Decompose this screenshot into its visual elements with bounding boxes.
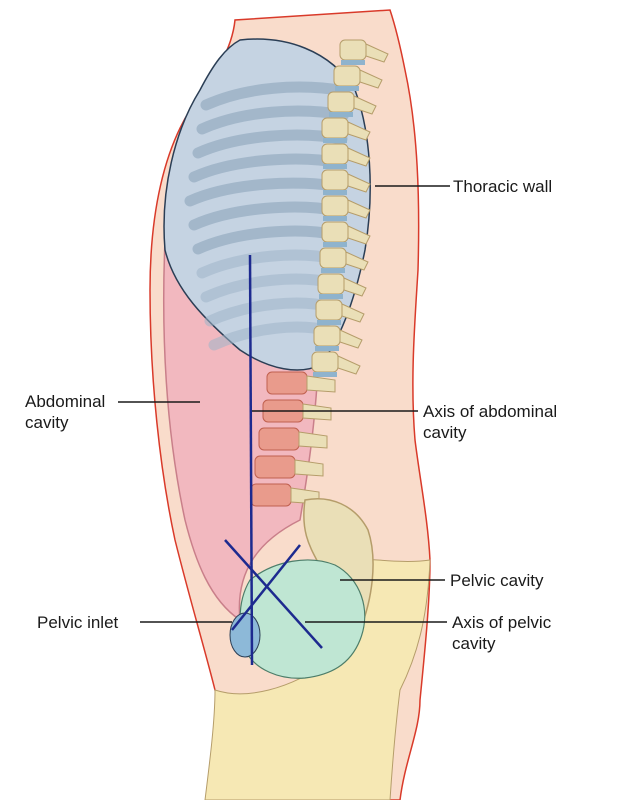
intervertebral-disc [319, 294, 343, 299]
thoracic-vertebra [321, 117, 349, 139]
spinous-process [337, 355, 361, 375]
lumbar-vertebra [258, 427, 300, 451]
lumbar-vertebra [254, 455, 296, 479]
thoracic-vertebra [319, 247, 347, 269]
rib [200, 81, 351, 111]
label-pelvic-cavity: Pelvic cavity [450, 571, 544, 590]
intervertebral-disc [323, 138, 347, 143]
rib [196, 105, 349, 135]
thoracic-vertebra [321, 195, 349, 217]
pubic-symphysis [229, 612, 261, 658]
intervertebral-disc [329, 112, 353, 117]
intervertebral-disc [323, 164, 347, 169]
thoracic-vertebra [321, 143, 349, 165]
label-axis-of-pelvic-cavity: Axis of pelvic cavity [452, 613, 552, 653]
intervertebral-disc [323, 216, 347, 221]
intervertebral-disc [315, 346, 339, 351]
intervertebral-disc [321, 268, 345, 273]
intervertebral-disc [317, 320, 341, 325]
lumbar-process [306, 375, 336, 393]
spinous-process [347, 121, 371, 141]
pelvic-inlet-line [231, 544, 301, 631]
leader-lines [118, 185, 450, 623]
lumbar-process [298, 431, 328, 449]
label-abdominal-cavity: Abdominal cavity [25, 392, 106, 432]
spinous-process [347, 173, 371, 193]
thoracic-vertebra [321, 221, 349, 243]
thoracic-vertebra [321, 169, 349, 191]
spinous-process [347, 147, 371, 167]
spinous-process [339, 329, 363, 349]
lumbar-vertebra [250, 483, 292, 507]
thoracic-vertebra [327, 91, 355, 113]
spinous-process [343, 277, 367, 297]
intervertebral-disc [341, 60, 365, 65]
intervertebral-disc [335, 86, 359, 91]
thigh [204, 558, 431, 801]
thoracic-vertebra [317, 273, 345, 295]
intervertebral-disc [323, 190, 347, 195]
spinous-process [353, 95, 377, 115]
spinous-process [341, 303, 365, 323]
lumbar-vertebra [266, 371, 308, 395]
thoracic-vertebra [311, 351, 339, 373]
spinous-process [365, 43, 389, 63]
label-axis-of-abdominal-cavity: Axis of abdominal cavity [423, 402, 558, 442]
spinous-process [345, 251, 369, 271]
thoracic-vertebra [333, 65, 361, 87]
thoracic-vertebra [339, 39, 367, 61]
spinous-process [347, 225, 371, 245]
vertebral-column [311, 39, 389, 377]
thoracic-vertebra [315, 299, 343, 321]
label-thoracic-wall: Thoracic wall [453, 177, 553, 196]
spinous-process [347, 199, 371, 219]
lumbar-process [294, 459, 324, 477]
axis-of-abdominal-cavity-line [248, 254, 254, 666]
label-pelvic-inlet: Pelvic inlet [37, 613, 119, 632]
axis-of-pelvic-cavity-line [224, 539, 323, 649]
intervertebral-disc [323, 242, 347, 247]
spinous-process [359, 69, 383, 89]
lumbar-process [302, 403, 332, 421]
thoracic-vertebra [313, 325, 341, 347]
intervertebral-disc [313, 372, 337, 377]
